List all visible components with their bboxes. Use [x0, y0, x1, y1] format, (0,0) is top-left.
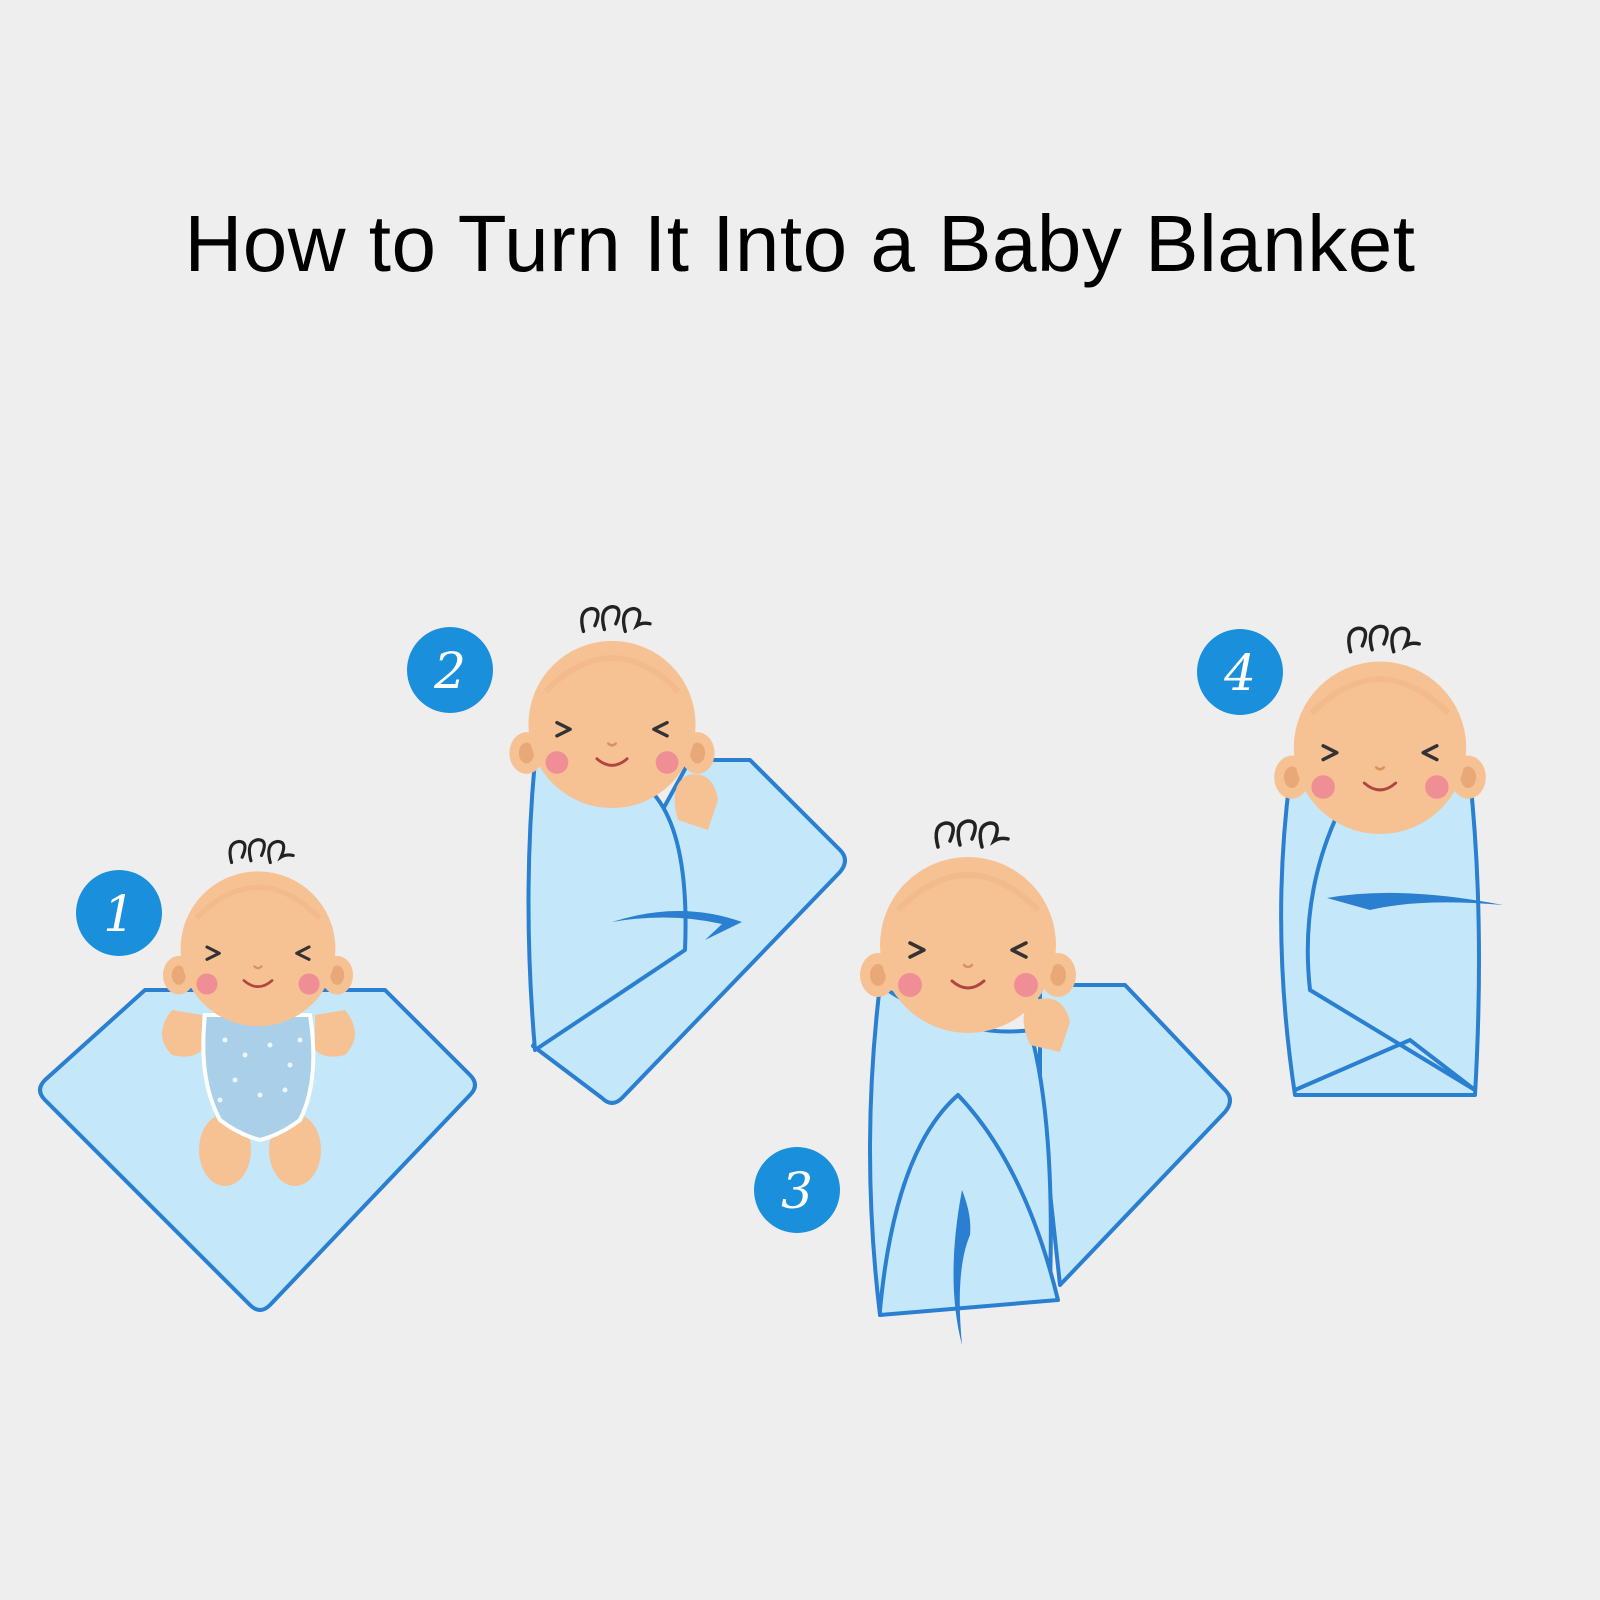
step-badge-4: 4: [1197, 629, 1283, 715]
step-4: 4: [1197, 626, 1503, 1097]
step-1: 1: [38, 840, 477, 1312]
step-2: 2: [407, 607, 847, 1105]
baby-icon: [162, 840, 355, 1186]
svg-text:2: 2: [433, 642, 466, 700]
arrow-icon: [1327, 892, 1503, 910]
blanket-icon: [531, 758, 847, 1105]
step-badge-2: 2: [407, 627, 493, 713]
page-title: How to Turn It Into a Baby Blanket: [184, 199, 1416, 288]
arrow-icon: [612, 911, 742, 940]
svg-text:4: 4: [1223, 644, 1256, 702]
svg-text:1: 1: [103, 885, 135, 943]
blanket-icon: [1038, 983, 1232, 1287]
arrow-icon: [953, 1190, 971, 1345]
step-3: 3: [754, 821, 1232, 1345]
blanket-icon: [38, 988, 477, 1312]
svg-text:3: 3: [781, 1162, 813, 1220]
step-badge-3: 3: [754, 1147, 840, 1233]
step-badge-1: 1: [76, 870, 162, 956]
